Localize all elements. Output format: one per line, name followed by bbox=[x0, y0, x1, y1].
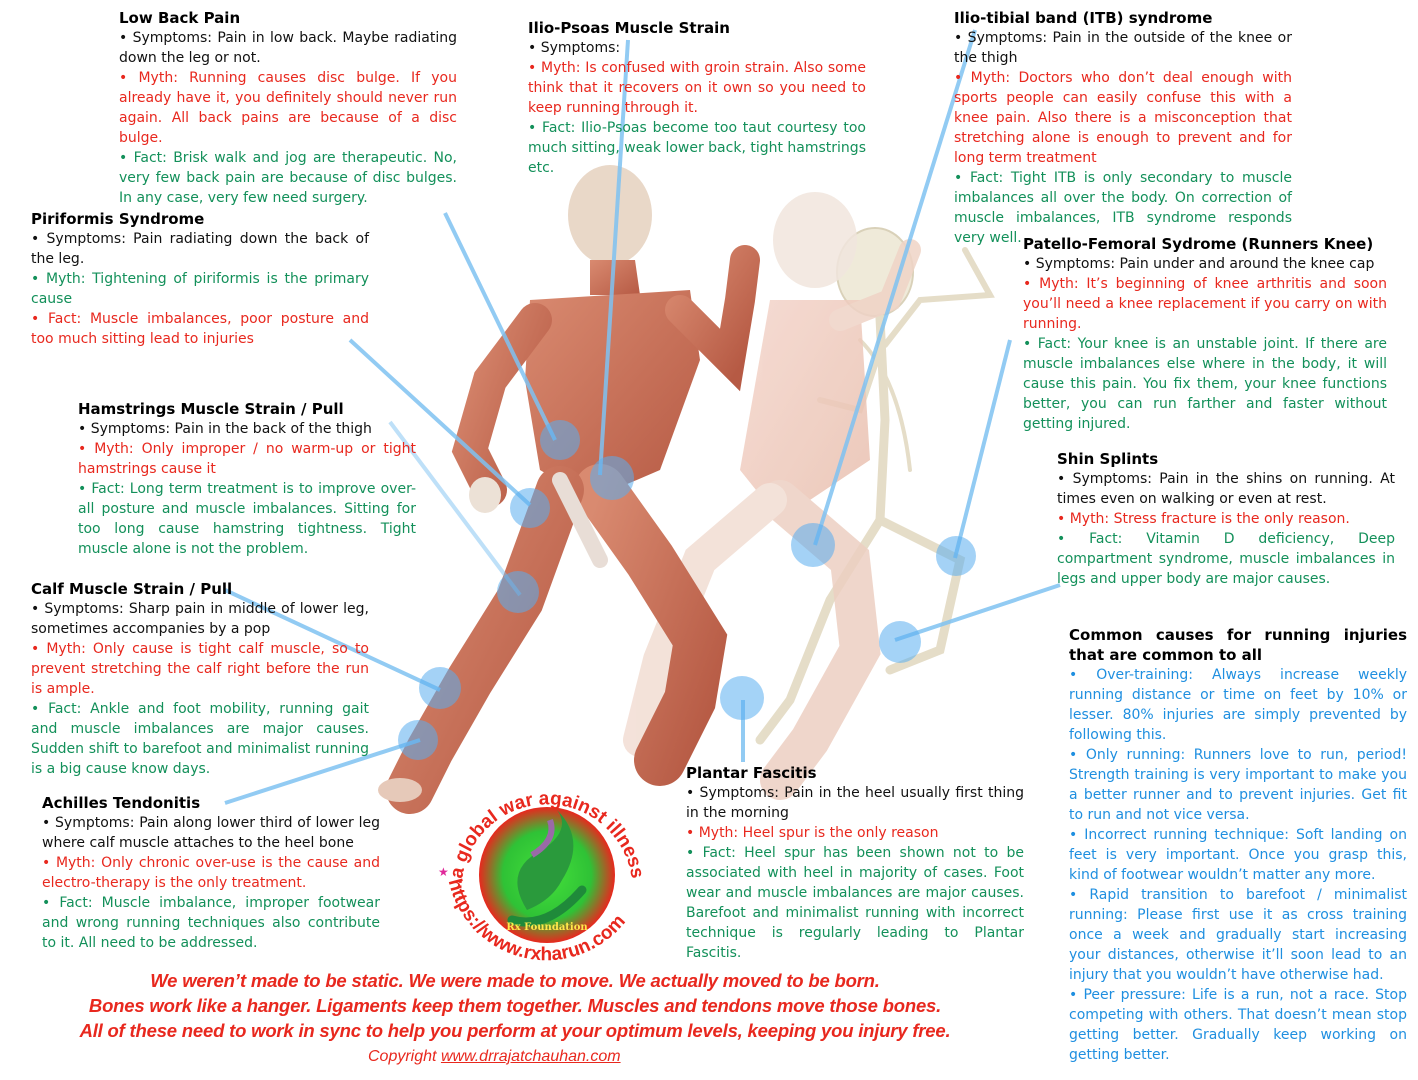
callout-calf bbox=[419, 667, 461, 709]
callout-achilles bbox=[398, 720, 438, 760]
cause-item: • Peer pressure: Life is a run, not a ra… bbox=[1069, 987, 1407, 1063]
myth-text: • Myth: Only improper / no warm-up or ti… bbox=[78, 441, 416, 477]
section-achilles: Achilles Tendonitis • Symptoms: Pain alo… bbox=[42, 793, 380, 953]
symptoms-text: • Symptoms: Pain along lower third of lo… bbox=[42, 815, 380, 851]
fact-text: • Fact: Vitamin D deficiency, Deep compa… bbox=[1057, 531, 1395, 587]
section-title: Ilio-Psoas Muscle Strain bbox=[528, 19, 730, 37]
fact-text: • Fact: Tight ITB is only secondary to m… bbox=[954, 170, 1292, 246]
callout-shin bbox=[879, 621, 921, 663]
section-calf-strain: Calf Muscle Strain / Pull • Symptoms: Sh… bbox=[31, 579, 369, 779]
rx-foundation-logo: Rx Foundation ....a global war against i… bbox=[432, 770, 648, 965]
footer-quote-line-3: All of these need to work in sync to hel… bbox=[79, 1020, 951, 1041]
myth-text: • Myth: Doctors who don’t deal enough wi… bbox=[954, 70, 1292, 166]
section-common-causes: Common causes for running injuries that … bbox=[1069, 625, 1407, 1065]
section-piriformis: Piriformis Syndrome • Symptoms: Pain rad… bbox=[31, 209, 369, 349]
symptoms-text: • Symptoms: Pain in the outside of the k… bbox=[954, 30, 1292, 66]
symptoms-text: • Symptoms: Pain in the heel usually fir… bbox=[686, 785, 1024, 821]
fact-text: • Fact: Ilio-Psoas become too taut court… bbox=[528, 120, 866, 176]
section-title: Shin Splints bbox=[1057, 450, 1159, 468]
section-title: Hamstrings Muscle Strain / Pull bbox=[78, 400, 344, 418]
cause-item: • Only running: Runners love to run, per… bbox=[1069, 747, 1407, 823]
section-title: Piriformis Syndrome bbox=[31, 210, 205, 228]
section-title: Achilles Tendonitis bbox=[42, 794, 201, 812]
callout-itb bbox=[791, 523, 835, 567]
section-title: Calf Muscle Strain / Pull bbox=[31, 580, 233, 598]
myth-text: • Myth: Only cause is tight calf muscle,… bbox=[31, 641, 369, 697]
section-shin-splints: Shin Splints • Symptoms: Pain in the shi… bbox=[1057, 449, 1395, 589]
callout-circles bbox=[398, 420, 976, 760]
section-title: Common causes for running injuries that … bbox=[1069, 626, 1407, 664]
section-itb-syndrome: Ilio-tibial band (ITB) syndrome • Sympto… bbox=[954, 8, 1292, 248]
fact-text: • Fact: Your knee is an unstable joint. … bbox=[1023, 336, 1387, 432]
fact-text: • Fact: Brisk walk and jog are therapeut… bbox=[119, 150, 457, 206]
star-icon: ★ bbox=[438, 865, 449, 879]
section-ilio-psoas: Ilio-Psoas Muscle Strain • Symptoms: • M… bbox=[528, 18, 866, 178]
fact-text: • Fact: Muscle imbalance, improper footw… bbox=[42, 895, 380, 951]
callout-low-back bbox=[540, 420, 580, 460]
fact-text: • Fact: Ankle and foot mobility, running… bbox=[31, 701, 369, 777]
myth-text: • Myth: Is confused with groin strain. A… bbox=[528, 60, 866, 116]
fact-text: • Fact: Muscle imbalances, poor posture … bbox=[31, 311, 369, 347]
copyright-label: Copyright bbox=[368, 1048, 437, 1065]
myth-text: • Myth: Only chronic over-use is the cau… bbox=[42, 855, 380, 891]
symptoms-text: • Symptoms: bbox=[528, 40, 621, 56]
cause-item: • Incorrect running technique: Soft land… bbox=[1069, 827, 1407, 883]
section-low-back-pain: Low Back Pain • Symptoms: Pain in low ba… bbox=[119, 8, 457, 208]
symptoms-text: • Symptoms: Pain in the shins on running… bbox=[1057, 471, 1395, 507]
muscle-figure bbox=[378, 165, 760, 814]
callout-ilio-psoas bbox=[590, 456, 634, 500]
copyright: Copyright www.drrajatchauhan.com bbox=[368, 1048, 621, 1066]
logo-name: Rx Foundation bbox=[506, 922, 588, 933]
section-plantar-fascitis: Plantar Fascitis • Symptoms: Pain in the… bbox=[686, 763, 1024, 963]
symptoms-text: • Symptoms: Pain in the back of the thig… bbox=[78, 421, 372, 437]
fact-text: • Fact: Long term treatment is to improv… bbox=[78, 481, 416, 557]
callout-hamstrings bbox=[497, 571, 539, 613]
myth-text: • Myth: Stress fracture is the only reas… bbox=[1057, 511, 1350, 527]
section-hamstrings: Hamstrings Muscle Strain / Pull • Sympto… bbox=[78, 399, 416, 559]
section-title: Patello-Femoral Sydrome (Runners Knee) bbox=[1023, 235, 1374, 253]
section-title: Ilio-tibial band (ITB) syndrome bbox=[954, 9, 1213, 27]
section-title: Plantar Fascitis bbox=[686, 764, 817, 782]
myth-text: • Myth: Running causes disc bulge. If yo… bbox=[119, 70, 457, 146]
callout-patello-femoral bbox=[936, 536, 976, 576]
myth-text: • Myth: It’s beginning of knee arthritis… bbox=[1023, 276, 1387, 332]
callout-plantar bbox=[720, 676, 764, 720]
cause-item: • Rapid transition to barefoot / minimal… bbox=[1069, 887, 1407, 983]
fact-text: • Fact: Heel spur has been shown not to … bbox=[686, 845, 1024, 961]
copyright-link[interactable]: www.drrajatchauhan.com bbox=[440, 1048, 621, 1065]
footer-quote-line-1: We weren’t made to be static. We were ma… bbox=[150, 970, 880, 991]
symptoms-text: • Symptoms: Pain in low back. Maybe radi… bbox=[119, 30, 457, 66]
symptoms-text: • Symptoms: Pain radiating down the back… bbox=[31, 231, 369, 267]
symptoms-text: • Symptoms: Pain under and around the kn… bbox=[1023, 256, 1375, 272]
callout-piriformis bbox=[510, 488, 550, 528]
footer-quote-line-2: Bones work like a hanger. Ligaments keep… bbox=[88, 995, 942, 1016]
cause-item: • Over-training: Always increase weekly … bbox=[1069, 667, 1407, 743]
myth-text: • Myth: Heel spur is the only reason bbox=[686, 825, 939, 841]
section-title: Low Back Pain bbox=[119, 9, 241, 27]
symptoms-text: • Symptoms: Sharp pain in middle of lowe… bbox=[31, 601, 369, 637]
myth-text: • Myth: Tightening of piriformis is the … bbox=[31, 271, 369, 307]
section-patello-femoral: Patello-Femoral Sydrome (Runners Knee) •… bbox=[1023, 234, 1387, 434]
